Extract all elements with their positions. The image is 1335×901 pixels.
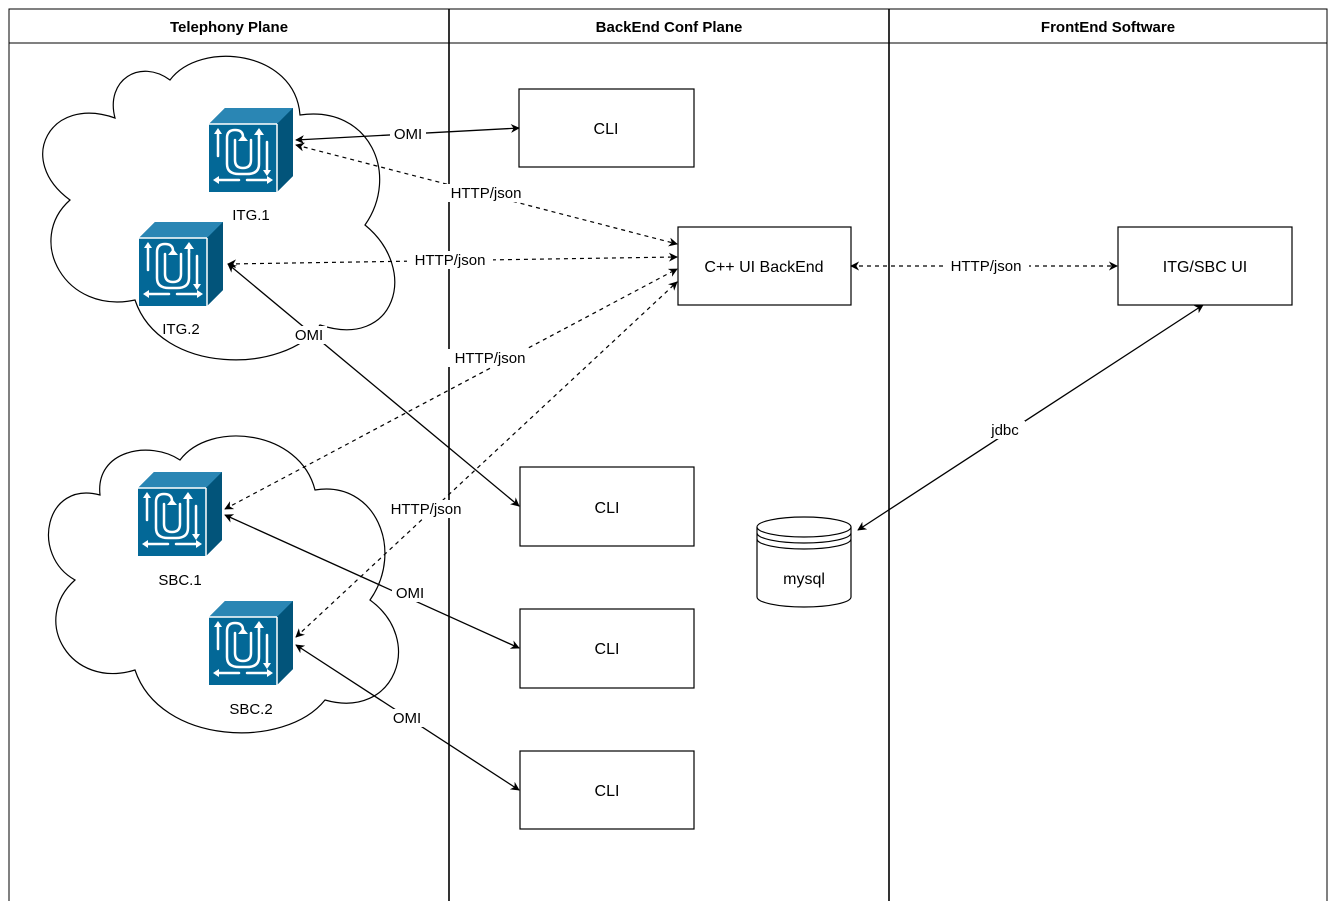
mysql-database[interactable] [756, 516, 852, 608]
itg-sbc-ui-box[interactable] [1117, 226, 1293, 306]
cli-box-3-label: CLI [595, 641, 620, 658]
router-switch-icon-itg1[interactable] [207, 106, 295, 194]
router-switch-icon-sbc1[interactable] [136, 470, 224, 558]
device-label-sbc1: SBC.1 [158, 572, 201, 589]
edge-label-http-itg1: HTTP/json [451, 185, 522, 202]
cli-box-4-label: CLI [595, 783, 620, 800]
edge-label-http-sbc2: HTTP/json [391, 501, 462, 518]
device-label-itg1: ITG.1 [232, 207, 270, 224]
lane-title-frontend: FrontEnd Software [1041, 19, 1175, 36]
edge-label-omi-sbc2: OMI [393, 710, 421, 727]
cloud-shape-bottom [48, 435, 399, 734]
cli-box-1-label: CLI [594, 121, 619, 138]
lane-title-backend: BackEnd Conf Plane [596, 19, 743, 36]
cpp-backend-box[interactable] [677, 226, 852, 306]
edge-http-itg1 [295, 142, 678, 247]
cli-box-2-label: CLI [595, 500, 620, 517]
router-switch-icon-sbc2[interactable] [207, 599, 295, 687]
cli-box-4[interactable] [519, 750, 695, 830]
device-label-itg2: ITG.2 [162, 321, 200, 338]
edge-http-sbc2 [295, 281, 678, 638]
edge-jdbc [857, 304, 1204, 531]
edge-label-omi-sbc1: OMI [396, 585, 424, 602]
cpp-backend-label: C++ UI BackEnd [704, 259, 823, 276]
lane-title-telephony: Telephony Plane [170, 19, 288, 36]
edge-label-http-itg2: HTTP/json [415, 252, 486, 269]
mysql-label: mysql [783, 571, 825, 588]
edge-label-http-sbc1: HTTP/json [455, 350, 526, 367]
edge-label-backgrounds [291, 125, 1029, 727]
router-switch-icon-itg2[interactable] [137, 220, 225, 308]
edge-label-http-ui: HTTP/json [951, 258, 1022, 275]
itg-sbc-ui-label: ITG/SBC UI [1163, 259, 1247, 276]
cloud-shape-top [42, 55, 396, 361]
edge-label-omi-itg1: OMI [394, 126, 422, 143]
edge-label-omi-itg2: OMI [295, 327, 323, 344]
edge-label-jdbc: jdbc [990, 422, 1019, 439]
device-label-sbc2: SBC.2 [229, 701, 272, 718]
